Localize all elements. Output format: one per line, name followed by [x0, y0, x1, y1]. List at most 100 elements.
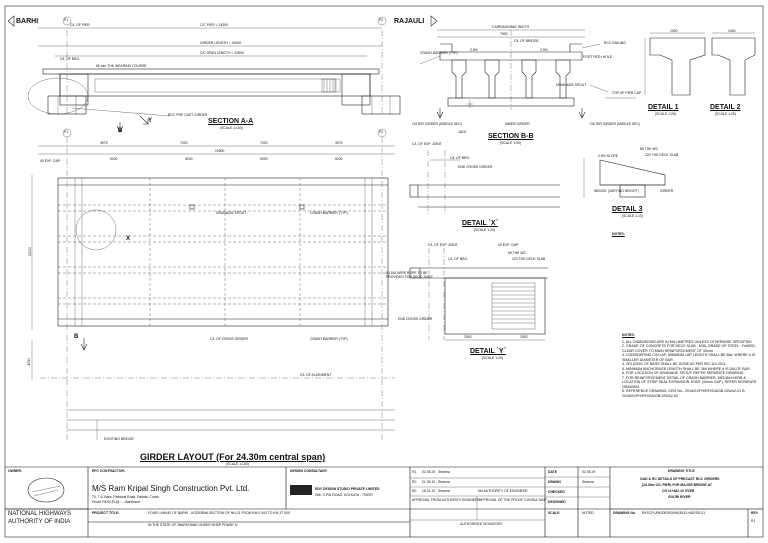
- design-company: RDY DESIGN STUDIO PRIVATE LIMITED: [315, 487, 380, 491]
- d3-wc-label: 65 THK WC: [640, 147, 659, 151]
- checked-label: CHECKED: [548, 490, 565, 494]
- of-bridge-label: C/L OF BRIDGE: [514, 39, 539, 43]
- girder-length-dim: GIRDER LENGTH = 24000: [200, 41, 242, 45]
- approval-authority: APPROVAL FROM AUTHORITY ENGINEER :: [412, 498, 482, 502]
- notes-list: 1. ALL DIMENSIONS ARE IN MILLIMETRES UNL…: [622, 340, 760, 398]
- d3-deck-slab-label: 220 THK DECK SLAB: [645, 153, 679, 157]
- dx-of-brg-label: C/L OF BRG.: [450, 156, 471, 160]
- dy-dim-2000: 2000: [464, 335, 472, 339]
- section-bb-scale: (SCALE 1:50): [500, 141, 521, 145]
- plan-dim-7000b: 7000: [260, 141, 268, 145]
- note-item: 8. REFERENCE DRAWING: DRG No.- 2016/01/P…: [622, 389, 746, 398]
- plan-dim-4975a: 4975: [100, 141, 108, 145]
- rcc-railing-label: RCC RAILING: [604, 41, 626, 45]
- plan-dim-4975b: 4975: [335, 141, 343, 145]
- rev-no: R0: [412, 489, 417, 493]
- detail-y-scale: (SCALE 1:20): [482, 356, 503, 360]
- dy-exp-joint-label: C/L OF EXP. JOINT: [428, 243, 458, 247]
- d1-dim-1000: 1000: [670, 29, 678, 33]
- project-title-2: IN THE STATE OF JHARKHAND UNDER NHDP PHA…: [148, 523, 239, 527]
- rev-date: 21.05.19: [422, 480, 436, 484]
- dx-exp-joint-label: C/L OF EXP. JOINT: [412, 142, 442, 146]
- notes-heading: NOTES:: [622, 333, 635, 337]
- detail-x-scale: (SCALE 1:20): [474, 228, 495, 232]
- dy-exp-gap-label: 40 EXP. GAP: [498, 243, 519, 247]
- contractor-addr-2: Email: RKSCPL@..., Jharkhand: [92, 500, 140, 504]
- detail-3-drawing: [583, 158, 666, 198]
- note-item: 3. CONSIDERING C/N LAP, MINIMUM LAP LENG…: [622, 353, 756, 362]
- carriageway-label: CARRIAGEWAY WIDTH: [492, 25, 530, 29]
- rev-date: 02.08.19: [422, 470, 436, 474]
- d3-girder-label: GIRDER: [660, 189, 674, 193]
- sheet-border: [4, 5, 764, 538]
- plan-dim-12000: 12000: [28, 246, 33, 257]
- rev-value: R1: [751, 519, 756, 523]
- right-place-label: RAJAULI: [394, 18, 425, 25]
- title-block-lines: [5, 466, 763, 537]
- d2-dim-1000: 1000: [728, 29, 736, 33]
- section-aa-drawing: [27, 27, 401, 133]
- note-item: 6. FOR LOCATION OF DRAINAGE SPOUT, REFER…: [622, 371, 745, 376]
- plan-dim-5200c: 5200: [260, 157, 268, 161]
- inner-girder-label: INNER GIRDER: [505, 122, 530, 126]
- section-aa-scale: (SCALE 1:100): [220, 126, 243, 130]
- note-item: 4. SPLICING OF BARS SHALL BE DONE AS PER…: [622, 362, 727, 367]
- drawing-title-2: (24.30m C/C PIER) FOR MAJOR BRIDGE AT: [642, 483, 712, 487]
- rcc-girder-label: RCC PRE CAST GIRDER: [168, 113, 208, 117]
- design-address: 266, S.P.M ROAD, KOLKATA - 700097: [315, 493, 374, 497]
- of-brg-label: C/L OF BRG.: [60, 57, 81, 61]
- bb-dim-7500: 7500: [500, 32, 508, 36]
- detail-y-drawing: [409, 248, 548, 341]
- owner-label: OWNER:: [8, 469, 23, 473]
- pier-p2-tag: P2: [379, 18, 384, 22]
- section-bb-drawing: [419, 29, 636, 119]
- rev-label: REV: [751, 511, 758, 515]
- of-crossgirder-label: C/L OF CROSS GIRDER: [210, 337, 248, 341]
- plan-dim-5200a: 5200: [110, 157, 118, 161]
- dx-end-cross-label: END CROSS GIRDER: [458, 165, 493, 169]
- dy-dim-1000: 1000: [520, 335, 528, 339]
- pier-p2-tag-plan: P2: [379, 130, 384, 134]
- designed-label: DESIGNED: [548, 500, 566, 504]
- plan-dim-5200d: 5200: [335, 157, 343, 161]
- detail-3-scale: (SCALE 1:10): [622, 214, 643, 218]
- bb-slope-left: 2.5%: [470, 48, 478, 52]
- plan-dim-7000a: 7000: [180, 141, 188, 145]
- detail-y-title: DETAIL `Y`: [470, 348, 506, 355]
- detail-1-drawing: [644, 32, 706, 96]
- scale-value: NOTED: [582, 511, 594, 515]
- girder-plan-drawing: [31, 137, 395, 440]
- of-alignment-label: C/L OF ALIGNMENT: [300, 373, 332, 377]
- left-place-label: BARHI: [16, 18, 39, 25]
- dy-deck-label: 220 THK DECK SLAB: [512, 257, 546, 261]
- note-item: 5. MINIMUM ANCHORAGE LENGTH SHALL BE 36d…: [622, 366, 751, 371]
- drawing-title-label: DRAWING TITLE: [668, 469, 695, 473]
- outer-girder-right-label: OUTER GIRDER (MIDDLE SEC): [590, 122, 640, 126]
- drawing-title-3: CH 11+462.10 OVER: [662, 489, 695, 493]
- date-label: DATE: [548, 470, 557, 474]
- d3-wedge-label: WEDGE (VARYING HEIGHT): [594, 189, 639, 193]
- outer-girder-label: OUTER GIRDER (MIDDLE SEC): [412, 122, 462, 126]
- foot-path-label: FOOT PATH HOLE: [583, 55, 613, 59]
- plan-crash-barrier-label: CRASH BARRIER (TYP): [310, 211, 348, 215]
- scale-label: SCALE: [548, 511, 560, 515]
- project-title: FOUR LANING OF BARHI - KODERMA SECTION O…: [148, 511, 290, 515]
- rev-by: Sharma: [438, 470, 450, 474]
- design-label: DESIGN CONSULTANT:: [290, 469, 328, 473]
- detail-2-drawing: [711, 32, 756, 96]
- plan-dim-22800: 22800: [215, 149, 225, 153]
- detail-2-scale: (SCALE 1:25): [715, 112, 736, 116]
- nhai-engineer: NH AUTHORITY OF ENGINEER: [478, 489, 528, 493]
- detail-1-title: DETAIL 1: [648, 104, 679, 111]
- dy-end-cross-label: END CROSS GIRDER: [398, 317, 433, 321]
- jack-label: JACK: [458, 130, 467, 134]
- rev-by: Sharma: [438, 480, 450, 484]
- left-arrow-icon: [7, 15, 15, 27]
- drawn-label: DRAWN: [548, 480, 561, 484]
- drainage-spout-label: DRAINAGE SPOUT: [556, 83, 587, 87]
- of-pier-label: C/L OF PIER: [70, 23, 90, 27]
- plan-drainage-spout-label: DRAINAGE SPOUT: [216, 211, 247, 215]
- drawn-by: Sharma: [582, 480, 594, 484]
- drg-no-label: DRAWING No.: [613, 511, 636, 515]
